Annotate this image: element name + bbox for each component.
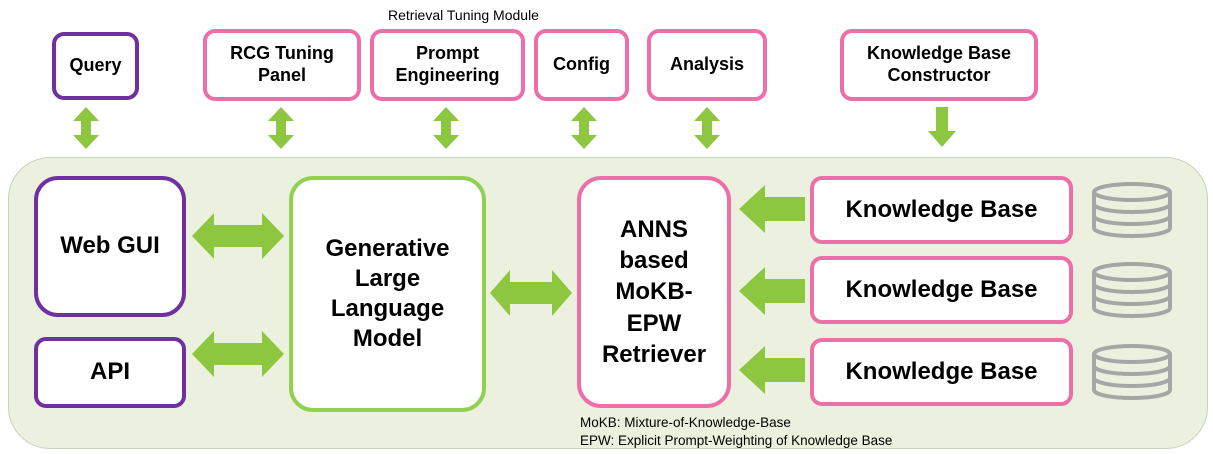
kb3-to-retriever-arrow (739, 346, 805, 394)
database-icon (1092, 262, 1172, 318)
prompt-engineering-box: Prompt Engineering (370, 29, 525, 101)
llm-box: Generative Large Language Model (289, 176, 486, 412)
llm-retriever-double-arrow (490, 270, 572, 316)
query-double-arrow (73, 107, 99, 149)
mokb-note: MoKB: Mixture-of-Knowledge-Base (580, 415, 791, 430)
knowledge-base-constructor-box: Knowledge Base Constructor (840, 29, 1038, 101)
prompt-double-arrow (433, 107, 459, 149)
knowledge-base-box: Knowledge Base (810, 338, 1073, 406)
rcg-double-arrow (268, 107, 294, 149)
api-llm-double-arrow (192, 331, 284, 377)
kb1-to-retriever-arrow (739, 185, 805, 233)
retriever-box: ANNS based MoKB-EPW Retriever (577, 176, 731, 408)
database-icon (1092, 344, 1172, 400)
epw-note: EPW: Explicit Prompt-Weighting of Knowle… (580, 433, 893, 448)
analysis-box: Analysis (647, 29, 767, 101)
web-gui-box: Web GUI (34, 176, 186, 317)
analysis-double-arrow (694, 107, 720, 149)
rcg-tuning-panel-box: RCG Tuning Panel (203, 29, 361, 101)
api-box: API (34, 337, 186, 408)
retrieval-tuning-module-caption: Retrieval Tuning Module (388, 7, 539, 23)
kb2-to-retriever-arrow (739, 267, 805, 315)
config-box: Config (534, 29, 629, 101)
knowledge-base-box: Knowledge Base (810, 176, 1073, 244)
database-icon (1092, 182, 1172, 238)
query-box: Query (52, 32, 139, 100)
kb-constructor-down-arrow (928, 107, 956, 147)
webgui-llm-double-arrow (192, 213, 284, 259)
knowledge-base-box: Knowledge Base (810, 256, 1073, 324)
config-double-arrow (571, 107, 597, 149)
